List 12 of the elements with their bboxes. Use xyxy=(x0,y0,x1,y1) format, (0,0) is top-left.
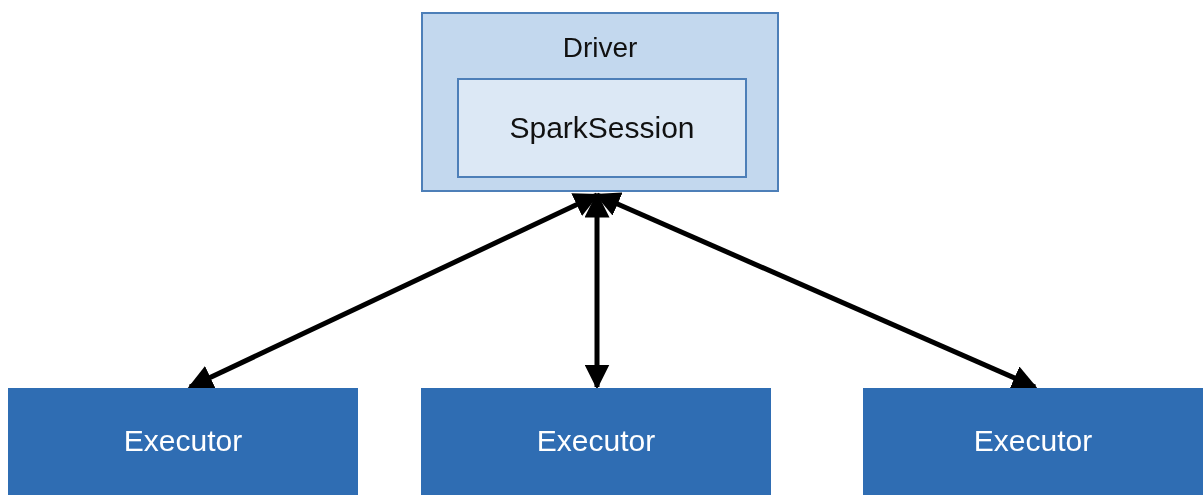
node-label: Executor xyxy=(123,424,243,459)
node-label: Executor xyxy=(536,424,656,459)
driver-box xyxy=(421,12,779,192)
executor-box xyxy=(863,388,1203,495)
double-arrow xyxy=(584,192,610,390)
node-label: SparkSession xyxy=(509,110,695,146)
double-arrow xyxy=(594,192,1038,390)
node-label: Driver xyxy=(562,32,638,65)
executor-box xyxy=(421,388,771,495)
node-label: Executor xyxy=(973,424,1093,459)
executor-box xyxy=(8,388,358,495)
session-box xyxy=(457,78,747,178)
